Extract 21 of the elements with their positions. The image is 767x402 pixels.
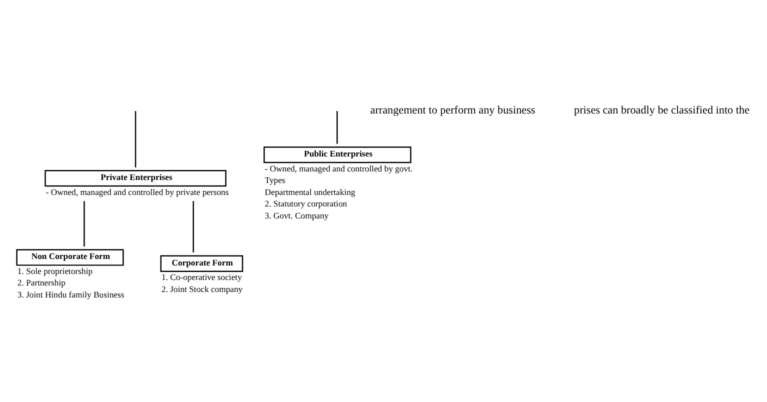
node-label: - Owned, managed and controlled by private persons bbox=[46, 186, 229, 196]
node-label: 3. Joint Hindu family Business bbox=[17, 288, 124, 299]
node-label: - Owned, managed and controlled by govt. bbox=[264, 162, 413, 173]
node-label: 3. Govt. Company bbox=[264, 210, 329, 220]
connector bbox=[336, 110, 338, 144]
connector bbox=[192, 200, 194, 252]
label: prises can broadly be classified into the bbox=[574, 104, 750, 116]
connector bbox=[84, 200, 85, 246]
node-label: 2. Joint Stock company bbox=[162, 283, 243, 294]
node-label: Departmental undertaking bbox=[264, 186, 356, 196]
node-label: 1. Sole proprietorship bbox=[17, 265, 93, 276]
label: arrangement to perform any business bbox=[370, 104, 536, 116]
connector bbox=[134, 110, 136, 167]
node-box: Corporate Form bbox=[160, 254, 244, 272]
node-box: Non Corporate Form bbox=[16, 248, 124, 266]
node-box: Public Enterprises bbox=[264, 146, 412, 163]
node-box: Private Enterprises bbox=[44, 169, 226, 186]
node-label: 2. Partnership bbox=[17, 277, 66, 288]
node-label: 1. Co-operative society bbox=[162, 272, 242, 282]
node-label: Types bbox=[264, 174, 286, 185]
node-label: 2. Statutory corporation bbox=[264, 198, 348, 208]
